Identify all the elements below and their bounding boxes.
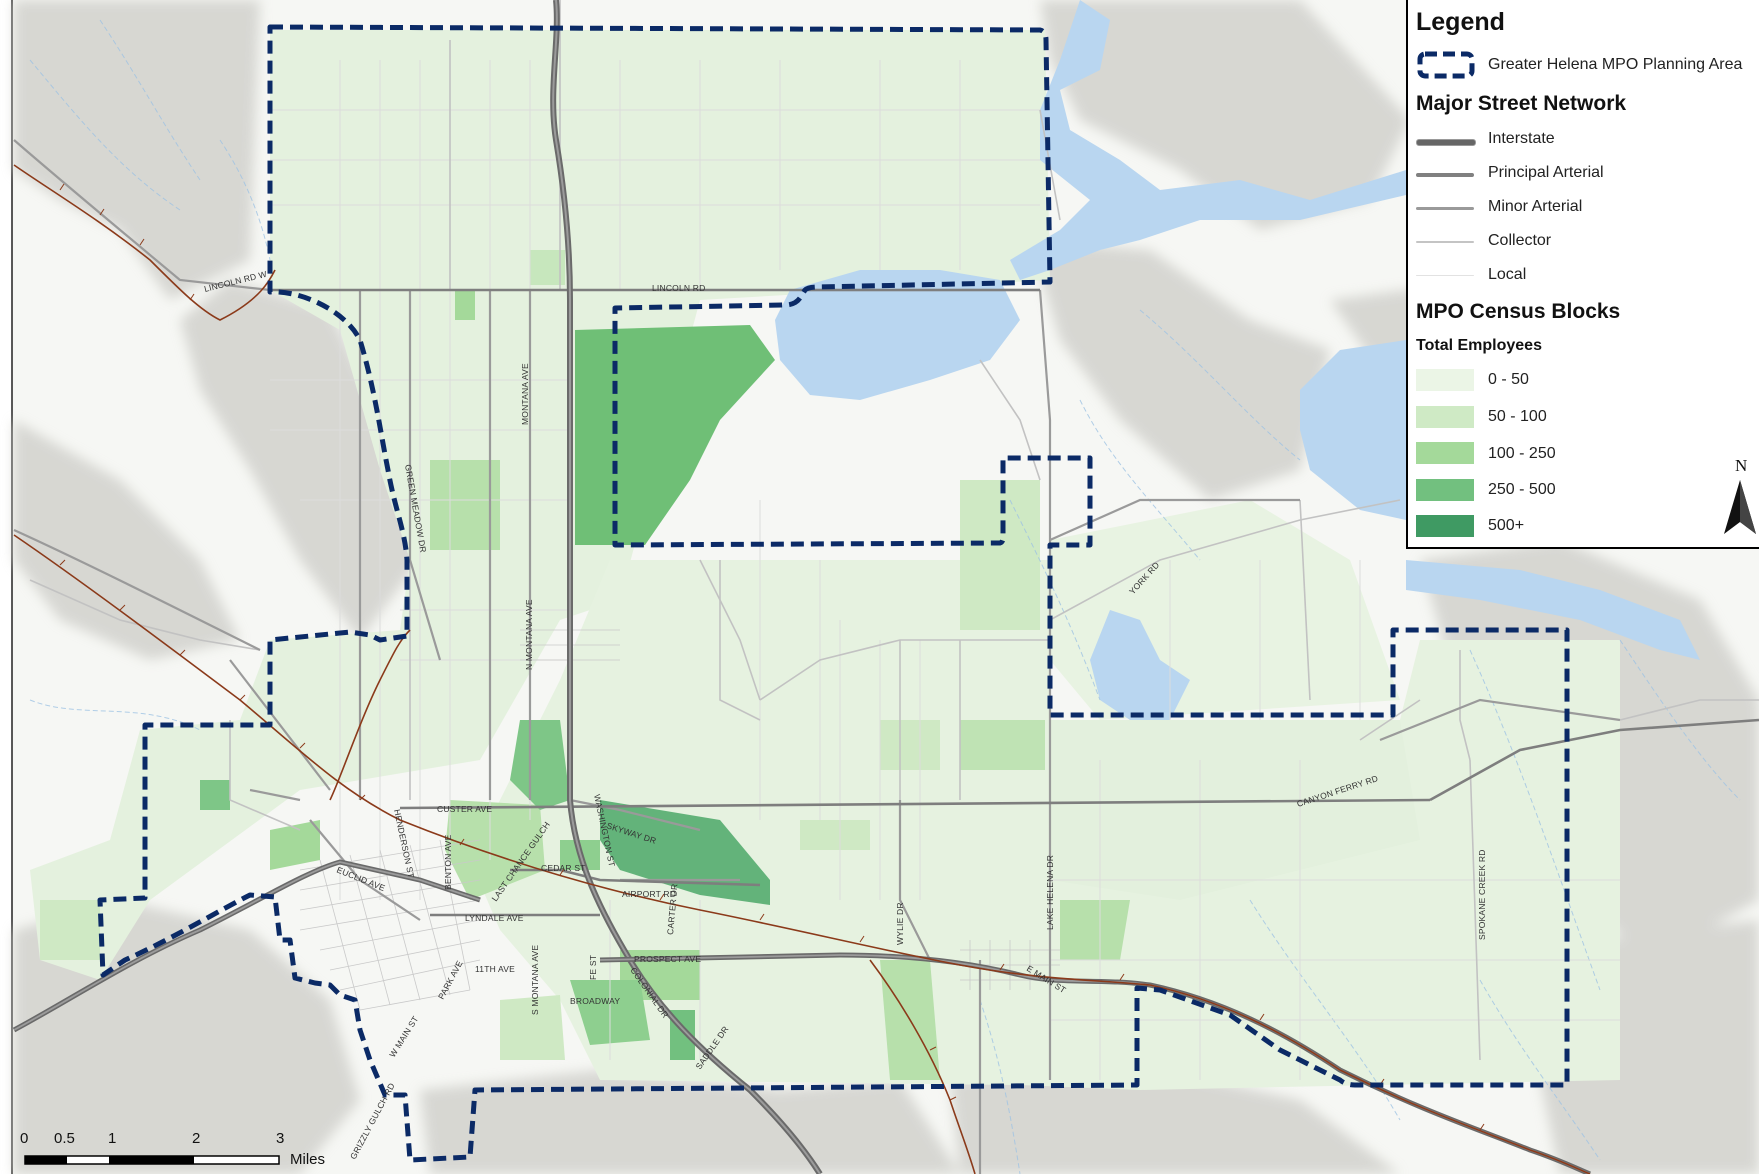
- label-broadway: BROADWAY: [570, 996, 620, 1006]
- legend-collector-line: [1416, 241, 1474, 243]
- legend-collector-label: Collector: [1488, 232, 1552, 249]
- label-benton-ave: BENTON AVE: [443, 834, 453, 890]
- legend-swatch-250-500: [1416, 479, 1474, 501]
- label-lincoln-rd: LINCOLN RD: [652, 283, 705, 293]
- legend-class-0-50: 0 - 50: [1488, 371, 1529, 388]
- label-n-montana-ave: N MONTANA AVE: [524, 599, 534, 670]
- legend-minor-arterial-label: Minor Arterial: [1488, 198, 1583, 215]
- label-custer-ave: CUSTER AVE: [437, 804, 492, 814]
- scale-tick-1: 1: [108, 1130, 117, 1147]
- legend-local-label: Local: [1488, 266, 1527, 283]
- streams: [29, 19, 1741, 1174]
- legend-swatch-50-100: [1416, 406, 1474, 428]
- legend-swatch-100-250: [1416, 442, 1474, 464]
- legend-principal-arterial-line: [1416, 173, 1474, 177]
- legend-principal-arterial-label: Principal Arterial: [1488, 164, 1604, 181]
- legend-census-subtitle: Total Employees: [1416, 337, 1542, 354]
- water-bodies: [775, 0, 1700, 720]
- label-wylie-dr: WYLIE DR: [895, 902, 905, 945]
- legend-class-100-250: 100 - 250: [1488, 445, 1556, 462]
- legend-swatch-0-50: [1416, 369, 1474, 391]
- label-lake-helena-dr: LAKE HELENA DR: [1045, 855, 1055, 930]
- scale-tick-3: 3: [276, 1130, 285, 1147]
- legend-swatch-500-plus: [1416, 515, 1474, 537]
- label-montana-ave: MONTANA AVE: [520, 363, 530, 425]
- legend-class-50-100: 50 - 100: [1488, 408, 1547, 425]
- scale-unit: Miles: [290, 1151, 326, 1168]
- label-spokane-creek-rd: SPOKANE CREEK RD: [1477, 849, 1487, 940]
- label-fe-st: FE ST: [588, 955, 598, 980]
- legend-minor-arterial-line: [1416, 207, 1474, 210]
- legend-streets-title: Major Street Network: [1416, 92, 1627, 115]
- scale-bar-graphic: [24, 1155, 280, 1165]
- highway-west: [12, 859, 481, 1033]
- legend-interstate-line: [1416, 139, 1476, 146]
- map-frame-left: [0, 0, 12, 1174]
- legend-class-250-500: 250 - 500: [1488, 481, 1556, 498]
- label-cedar-st: CEDAR ST: [541, 863, 586, 873]
- minor-arterials: [13, 139, 1621, 1174]
- north-arrow-icon: [1724, 480, 1756, 534]
- local-streets: [270, 60, 1620, 1080]
- boundary-swatch: [1417, 51, 1475, 79]
- legend-boundary-label: Greater Helena MPO Planning Area: [1488, 56, 1743, 73]
- label-s-montana-ave: S MONTANA AVE: [530, 945, 540, 1015]
- label-lyndale-ave: LYNDALE AVE: [465, 913, 524, 923]
- mpo-planning-area-boundary: [97, 24, 1570, 1163]
- scale-tick-0-5: 0.5: [54, 1130, 75, 1147]
- legend-panel: Legend Greater Helena MPO Planning Area …: [1406, 0, 1759, 549]
- scale-tick-2: 2: [192, 1130, 201, 1147]
- legend-interstate-label: Interstate: [1488, 130, 1555, 147]
- scale-tick-0: 0: [20, 1130, 29, 1147]
- railroad-ticks: [59, 183, 1485, 1131]
- scale-bar: 0 0.5 1 2 3 Miles: [20, 1130, 325, 1170]
- label-prospect-ave: PROSPECT AVE: [634, 954, 701, 964]
- label-carter-dr: CARTER DR: [665, 883, 679, 935]
- legend-census-title: MPO Census Blocks: [1416, 300, 1621, 323]
- label-11th-ave: 11TH AVE: [475, 964, 515, 974]
- legend-title: Legend: [1416, 8, 1505, 36]
- north-arrow-label: N: [1735, 456, 1748, 475]
- legend-class-500-plus: 500+: [1488, 517, 1525, 534]
- legend-local-line: [1416, 275, 1474, 276]
- label-airport-rd: AIRPORT RD: [622, 889, 676, 899]
- interstate-i15: [550, 0, 823, 1174]
